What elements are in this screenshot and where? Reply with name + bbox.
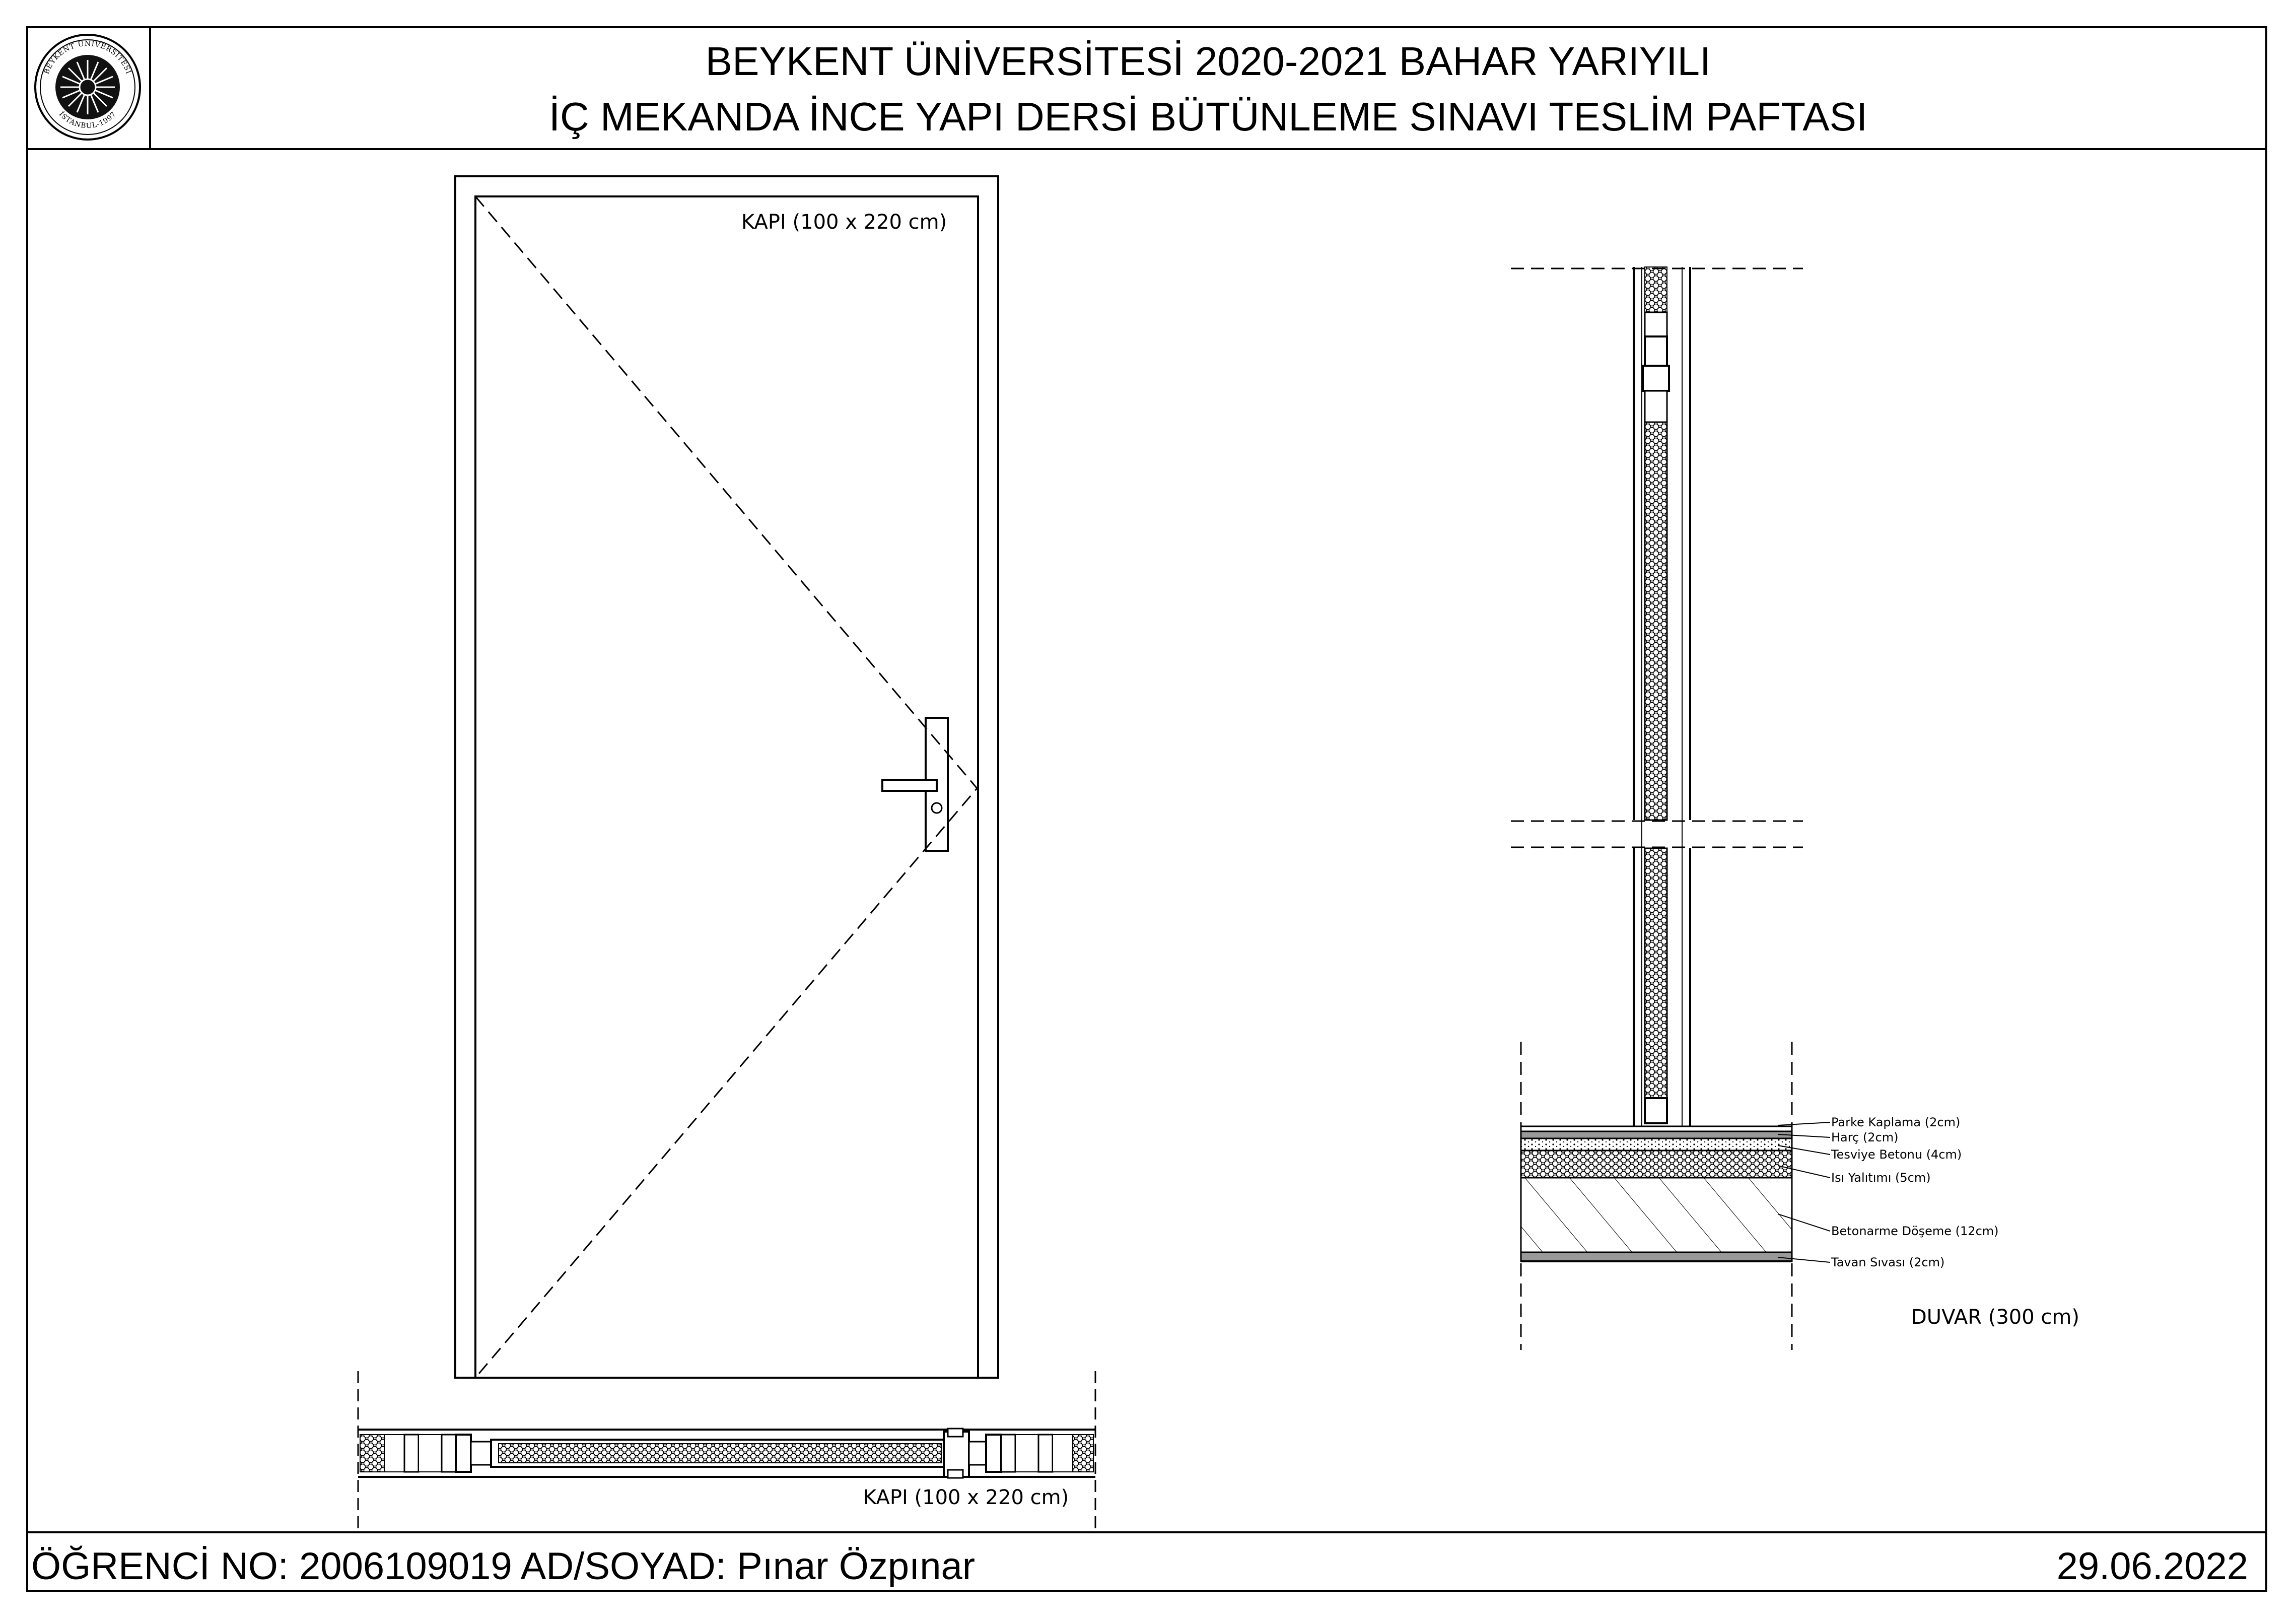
floor-layer-label: Isı Yalıtımı (5cm)	[1831, 1171, 1931, 1185]
submission-date: 29.06.2022	[2056, 1545, 2248, 1588]
floor-layer-label: Betonarme Döşeme (12cm)	[1831, 1224, 1999, 1238]
floor-layer-label: Parke Kaplama (2cm)	[1831, 1115, 1961, 1129]
title-line-1: BEYKENT ÜNİVERSİTESİ 2020-2021 BAHAR YAR…	[705, 39, 1711, 84]
floor-layer-label: Tesviye Betonu (4cm)	[1831, 1147, 1962, 1162]
footer-info-bar: ÖĞRENCİ NO: 2006109019 AD/SOYAD: Pınar Ö…	[26, 1531, 2267, 1592]
floor-layer-label: Tavan Sıvası (2cm)	[1831, 1255, 1945, 1269]
title-block: BEYKENT ÜNİVERSİTESİ İSTANBUL-1997 BEYKE…	[26, 26, 2267, 150]
wall-section	[1511, 266, 1831, 1350]
door-elevation	[454, 175, 999, 1379]
title-line-2: İÇ MEKANDA İNCE YAPI DERSİ BÜTÜNLEME SIN…	[548, 94, 1868, 139]
student-info: ÖĞRENCİ NO: 2006109019 AD/SOYAD: Pınar Ö…	[31, 1545, 976, 1588]
door-plan	[357, 1371, 1096, 1528]
university-seal-icon: BEYKENT ÜNİVERSİTESİ İSTANBUL-1997	[34, 34, 141, 141]
wall-section-label: DUVAR (300 cm)	[1911, 1306, 2079, 1329]
door-elevation-label: KAPI (100 x 220 cm)	[741, 211, 947, 234]
logo-cell: BEYKENT ÜNİVERSİTESİ İSTANBUL-1997	[26, 26, 151, 148]
floor-layer-label: Harç (2cm)	[1831, 1130, 1899, 1144]
sheet-border	[26, 26, 2267, 1592]
door-plan-label: KAPI (100 x 220 cm)	[863, 1486, 1069, 1509]
